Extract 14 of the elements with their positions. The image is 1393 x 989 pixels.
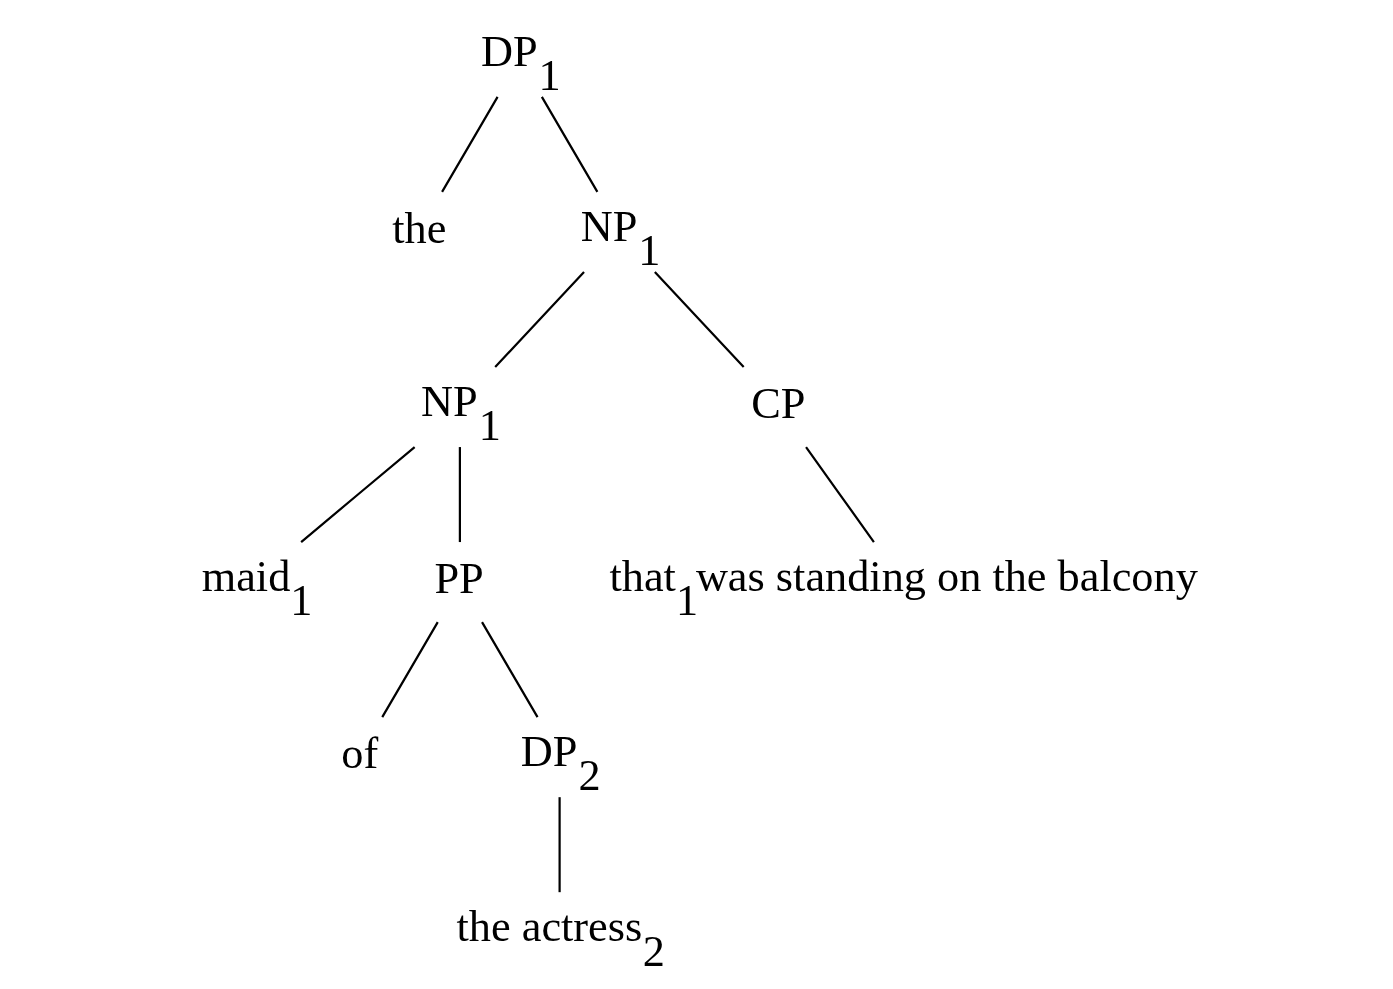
connector xyxy=(493,271,585,368)
connector xyxy=(458,447,461,543)
connector xyxy=(380,621,439,718)
connector xyxy=(480,621,538,718)
node-text: of xyxy=(340,729,378,779)
connector xyxy=(299,446,415,543)
node-text: CP xyxy=(750,379,805,429)
connector xyxy=(440,96,499,193)
node-text: PP xyxy=(433,554,484,604)
connector xyxy=(804,446,875,543)
connector xyxy=(540,96,598,193)
connector xyxy=(653,271,744,368)
node-text: the xyxy=(391,203,446,253)
connector xyxy=(558,797,561,893)
